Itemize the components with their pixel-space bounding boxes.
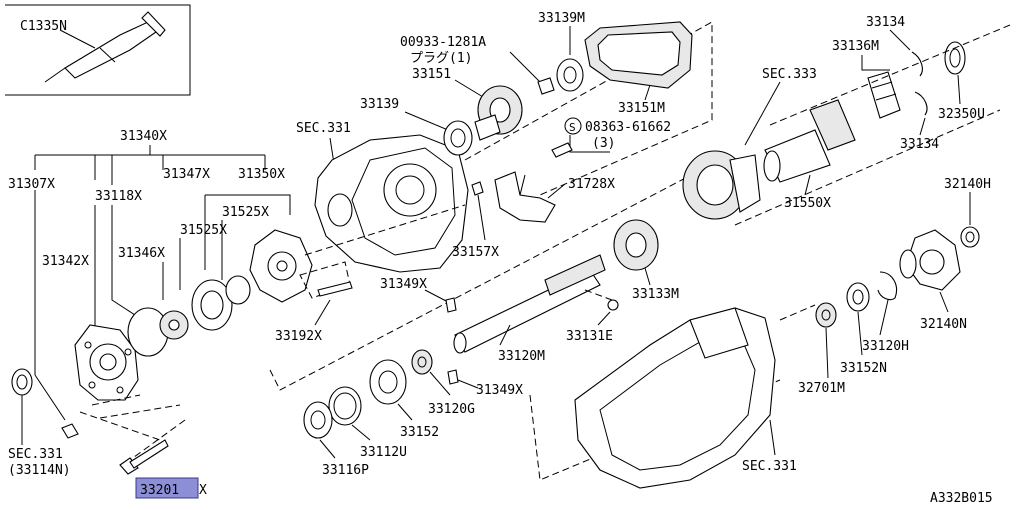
label-33114n[interactable]: (33114N)	[8, 463, 71, 478]
oil-seal-33116p	[303, 401, 333, 439]
label-08363[interactable]: 08363-61662	[585, 120, 671, 135]
drive-sprocket-33151	[474, 85, 523, 141]
companion-flange-32140n	[899, 229, 961, 291]
label-31346x[interactable]: 31346X	[118, 246, 165, 261]
label-00933[interactable]: 00933-1281A	[400, 35, 486, 50]
bracket-31340x: 31340X	[34, 129, 266, 185]
plug-31307x	[61, 423, 79, 439]
label-sec333[interactable]: SEC.333	[762, 67, 817, 82]
label-sec331-a[interactable]: SEC.331	[296, 121, 351, 136]
ball-33131e	[607, 299, 619, 311]
label-08363-qty[interactable]: (3)	[592, 136, 615, 151]
shim-33112u	[328, 386, 362, 426]
bearing-33139m	[556, 58, 584, 92]
label-33192x[interactable]: 33192X	[275, 329, 322, 344]
seal-ring-31525x	[225, 275, 251, 305]
transfer-case-front	[314, 134, 469, 273]
bearing-33152n	[846, 282, 870, 312]
bearing-33152	[369, 359, 407, 405]
label-31350x[interactable]: 31350X	[238, 167, 285, 182]
label-33139[interactable]: 33139	[360, 97, 399, 112]
needle-bearing-33120g	[411, 349, 433, 375]
speedo-gear-32701m	[815, 302, 837, 328]
oil-pump-housing	[74, 324, 139, 401]
needle-bearing-33136m	[867, 71, 901, 119]
mainshaft-33120m	[453, 254, 606, 354]
pump-cover-31350x	[249, 229, 313, 303]
label-33139m[interactable]: 33139M	[538, 11, 585, 26]
outer-rotor-31347x	[191, 279, 233, 331]
ball-31349x-b	[447, 369, 459, 385]
label-33201[interactable]: 33201	[140, 483, 179, 498]
gear-33133m	[613, 219, 659, 271]
clutch-hub-sec333	[682, 150, 761, 220]
highlight-33201	[135, 477, 199, 499]
inner-rotor-31346x	[159, 310, 189, 340]
label-33131e[interactable]: 33131E	[566, 329, 613, 344]
diagram-code: A332B015	[930, 491, 993, 506]
label-31340x[interactable]: 31340X	[120, 129, 167, 144]
label-31349x-a[interactable]: 31349X	[380, 277, 427, 292]
pin-33157x	[471, 181, 484, 196]
circled-s-letter: S	[569, 121, 576, 134]
label-31349x-b[interactable]: 31349X	[476, 383, 523, 398]
label-31525x-a[interactable]: 31525X	[222, 205, 269, 220]
bearing-33139	[443, 120, 473, 156]
label-31307x[interactable]: 31307X	[8, 177, 55, 192]
ball-31349x-a	[445, 297, 457, 313]
snap-ring-33134-b	[914, 91, 928, 116]
output-shaft-31550x	[763, 99, 856, 183]
label-33118x[interactable]: 33118X	[95, 189, 142, 204]
label-33152[interactable]: 33152	[400, 425, 439, 440]
label-33120m[interactable]: 33120M	[498, 349, 545, 364]
label-31347x[interactable]: 31347X	[163, 167, 210, 182]
label-33120g[interactable]: 33120G	[428, 402, 475, 417]
label-32350u[interactable]: 32350U	[938, 107, 985, 122]
transfer-case-rear	[574, 307, 776, 489]
bracket-31728x	[494, 171, 556, 223]
circled-s-symbol	[564, 117, 582, 135]
bolt-08363-icon	[551, 142, 573, 158]
label-33133m[interactable]: 33133M	[632, 287, 679, 302]
label-32140h[interactable]: 32140H	[944, 177, 991, 192]
sealant-tube-icon	[44, 11, 166, 83]
label-plug[interactable]: プラグ(1)	[410, 51, 472, 66]
nut-32140h	[960, 226, 980, 248]
label-33134-a[interactable]: 33134	[866, 15, 905, 30]
label-31728x[interactable]: 31728X	[568, 177, 615, 192]
label-33120h[interactable]: 33120H	[862, 339, 909, 354]
label-33157x[interactable]: 33157X	[452, 245, 499, 260]
label-32701m[interactable]: 32701M	[798, 381, 845, 396]
label-sec331-c[interactable]: SEC.331	[8, 447, 63, 462]
label-33152n[interactable]: 33152N	[840, 361, 887, 376]
inset-sealant: C1335N	[5, 4, 191, 96]
label-33112u[interactable]: 33112U	[360, 445, 407, 460]
bolt-33201x	[119, 439, 169, 475]
label-33201-suffix: X	[199, 483, 207, 498]
label-33116p[interactable]: 33116P	[322, 463, 369, 478]
pin-33192x	[317, 281, 353, 297]
seal-32350u	[944, 41, 966, 75]
snap-ring-33120h	[877, 271, 898, 301]
label-33136m[interactable]: 33136M	[832, 39, 879, 54]
label-33151m[interactable]: 33151M	[618, 101, 665, 116]
plug-00933-icon	[537, 77, 555, 95]
label-32140n[interactable]: 32140N	[920, 317, 967, 332]
label-33151[interactable]: 33151	[412, 67, 451, 82]
label-31525x-b[interactable]: 31525X	[180, 223, 227, 238]
label-31342x[interactable]: 31342X	[42, 254, 89, 269]
label-c1335n[interactable]: C1335N	[20, 19, 67, 34]
label-31550x[interactable]: 31550X	[784, 196, 831, 211]
drive-chain-33151m	[584, 21, 693, 89]
label-sec331-b[interactable]: SEC.331	[742, 459, 797, 474]
oil-seal-33114n	[11, 368, 33, 396]
